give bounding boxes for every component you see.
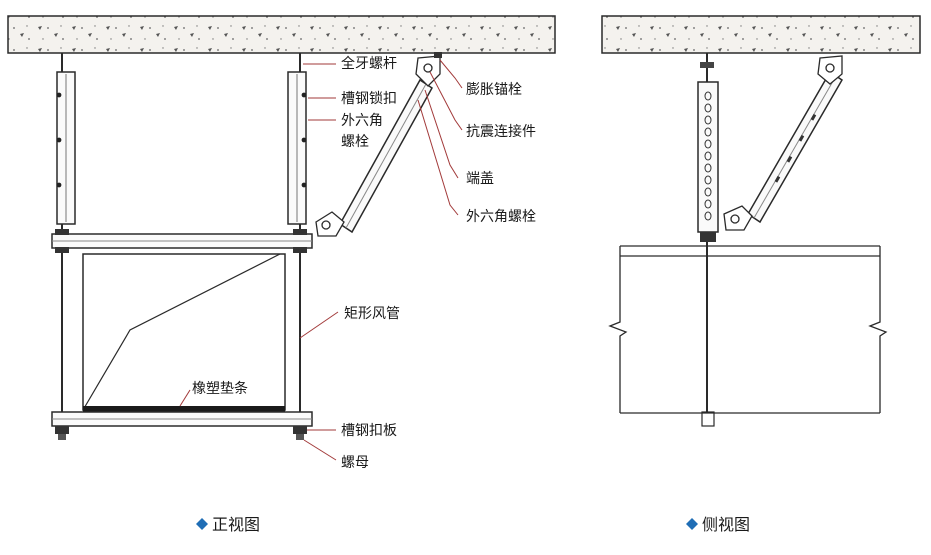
label-hex-bolt-diagonal: 外六角螺栓 bbox=[466, 209, 536, 225]
side-seismic-brace bbox=[723, 55, 844, 231]
label-seismic-connector: 抗震连接件 bbox=[466, 123, 536, 140]
lower-channel-beam bbox=[51, 411, 313, 440]
label-hex-bolt-line1: 外六角 bbox=[341, 113, 383, 129]
front-view: 全牙螺杆 槽钢锁扣 外六角 螺栓 膨胀锚栓 抗震连接件 端盖 外六角螺栓 矩形风… bbox=[7, 15, 556, 534]
label-channel-plate: 槽钢扣板 bbox=[341, 423, 397, 439]
label-hex-bolt-line2: 螺栓 bbox=[341, 134, 369, 150]
label-nut: 螺母 bbox=[341, 455, 369, 471]
label-rubber-strip: 橡塑垫条 bbox=[192, 380, 248, 397]
caption-side-view: 侧视图 bbox=[702, 515, 750, 534]
leader-lines bbox=[179, 59, 463, 461]
side-view: 侧视图 bbox=[601, 15, 921, 534]
caption-front-view: 正视图 bbox=[212, 515, 260, 534]
upper-channel-beam bbox=[51, 229, 313, 253]
rectangular-duct bbox=[82, 253, 286, 411]
right-rod-assembly bbox=[287, 53, 307, 440]
seismic-brace bbox=[315, 52, 442, 237]
label-end-cap: 端盖 bbox=[466, 171, 494, 187]
diamond-icon bbox=[196, 518, 208, 530]
label-expansion-anchor: 膨胀锚栓 bbox=[466, 81, 522, 98]
duct-side-view bbox=[608, 245, 888, 414]
side-rod-assembly bbox=[697, 53, 719, 427]
label-rect-duct: 矩形风管 bbox=[344, 306, 400, 322]
ceiling-slab-side bbox=[601, 15, 921, 54]
label-full-thread-rod: 全牙螺杆 bbox=[341, 55, 397, 72]
rubber-strip bbox=[83, 406, 285, 412]
ceiling-slab bbox=[7, 15, 556, 54]
diamond-icon bbox=[686, 518, 698, 530]
label-channel-lock: 槽钢锁扣 bbox=[341, 91, 397, 107]
